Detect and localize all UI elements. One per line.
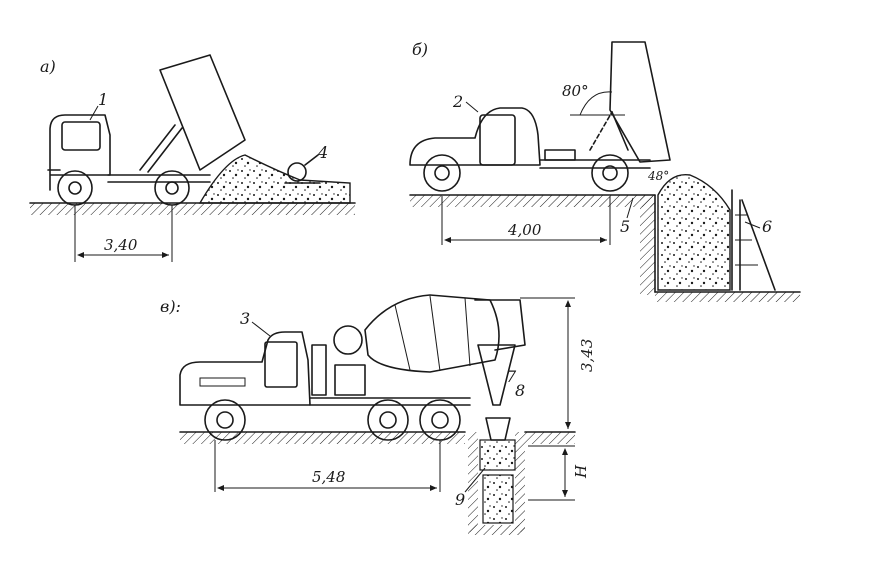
tipper-body (159, 54, 246, 171)
dump-truck-b (409, 41, 671, 192)
angle-80: 80° (562, 82, 589, 100)
concrete-fill-b (657, 173, 731, 291)
panel-a-label: а) (40, 57, 56, 76)
label-1: 1 (98, 90, 108, 109)
panel-c-label: в): (160, 297, 181, 316)
label-3: 3 (240, 309, 250, 328)
roller (287, 162, 307, 182)
label-6: 6 (762, 217, 772, 236)
mixer-drum (364, 294, 500, 373)
panel-b: б) 6 (409, 40, 801, 302)
front-wheel-b (423, 154, 461, 192)
label-7: 7 (506, 367, 517, 386)
front-wheel (57, 170, 93, 206)
label-2: 2 (452, 92, 463, 111)
mixer-truck (179, 294, 526, 441)
discharge-hopper (477, 344, 516, 406)
dim-c-wheelbase: 5,48 (312, 468, 345, 486)
cab-window (61, 121, 101, 151)
label-4: 4 (317, 143, 328, 162)
radiator-grille (199, 377, 246, 387)
panel-b-label: б) (412, 40, 428, 59)
front-wheel-c (204, 399, 246, 441)
label-8: 8 (515, 381, 525, 400)
dim-b: 4,00 (507, 221, 542, 239)
dim-a: 3,40 (104, 236, 138, 254)
dim-c-height: 3,43 (578, 339, 596, 372)
angle-48: 48° (647, 169, 669, 183)
hopper-chute (479, 439, 516, 471)
tipper-body-b (609, 41, 671, 163)
panel-a: а) 4 1 (29, 54, 356, 262)
rear-wheel-b (591, 154, 629, 192)
concrete-column (482, 474, 514, 524)
panel-c: в): (160, 294, 596, 535)
cab-window (264, 341, 298, 388)
panel-b-ground (410, 195, 655, 207)
label-5: 5 (620, 217, 630, 236)
dump-truck-a (47, 54, 246, 206)
panel-a-ground (30, 203, 355, 215)
concrete-pile-a (198, 154, 351, 204)
formwork-wall (731, 189, 776, 291)
middle-wheel-c (367, 399, 409, 441)
rear-wheel (154, 170, 190, 206)
cab-window (479, 114, 516, 166)
label-9: 9 (455, 490, 465, 509)
dim-c-h: H (572, 464, 590, 479)
panel-c-ground (180, 432, 465, 444)
